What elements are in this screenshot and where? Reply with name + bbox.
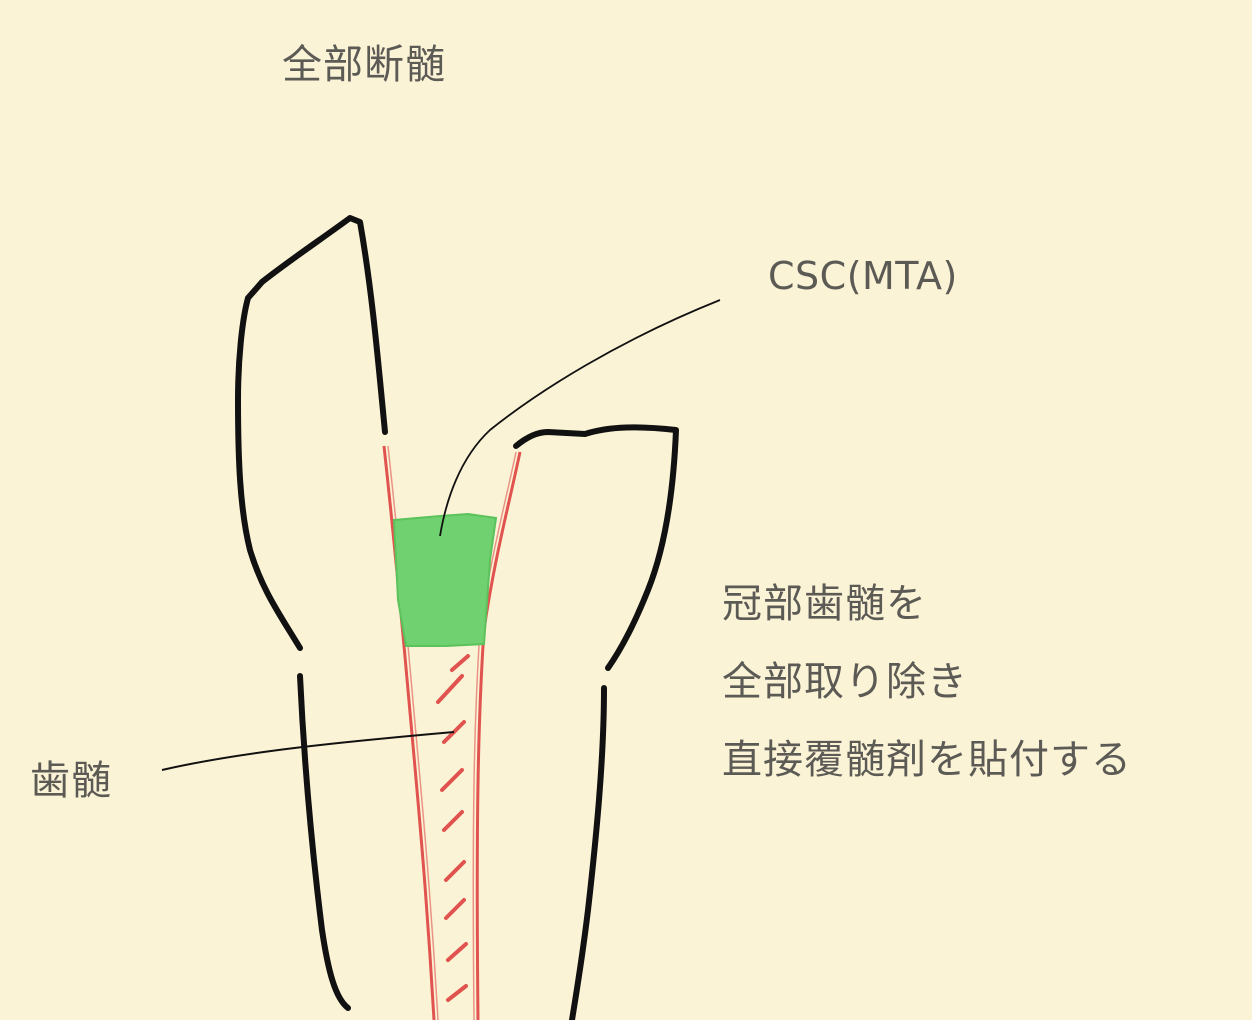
pulp-hatching: [436, 654, 470, 1002]
description-text: 冠部歯髄を 全部取り除き 直接覆髄剤を貼付する: [722, 565, 1132, 799]
tooth-outline-right-root: [569, 685, 607, 1020]
pulp-canal-right-wall-inner: [472, 451, 517, 1020]
pulp-label: 歯髄: [30, 758, 112, 804]
pulp-leader-line: [161, 731, 455, 771]
material-label: CSC(MTA): [768, 254, 958, 298]
capping-material-block: [392, 512, 498, 647]
description-line: 直接覆髄剤を貼付する: [722, 737, 1132, 783]
description-line: 全部取り除き: [722, 659, 968, 705]
material-leader-line: [439, 299, 721, 537]
tooth-outline-left-root: [297, 673, 351, 1011]
pulp-canal-left-wall: [382, 445, 436, 1020]
pulp-canal-right-wall: [475, 451, 522, 1020]
tooth-outline-left-crown: [235, 215, 388, 651]
page-title: 全部断髄: [282, 42, 446, 88]
description-line: 冠部歯髄を: [722, 581, 927, 627]
tooth-outline-right-crown: [513, 424, 679, 671]
